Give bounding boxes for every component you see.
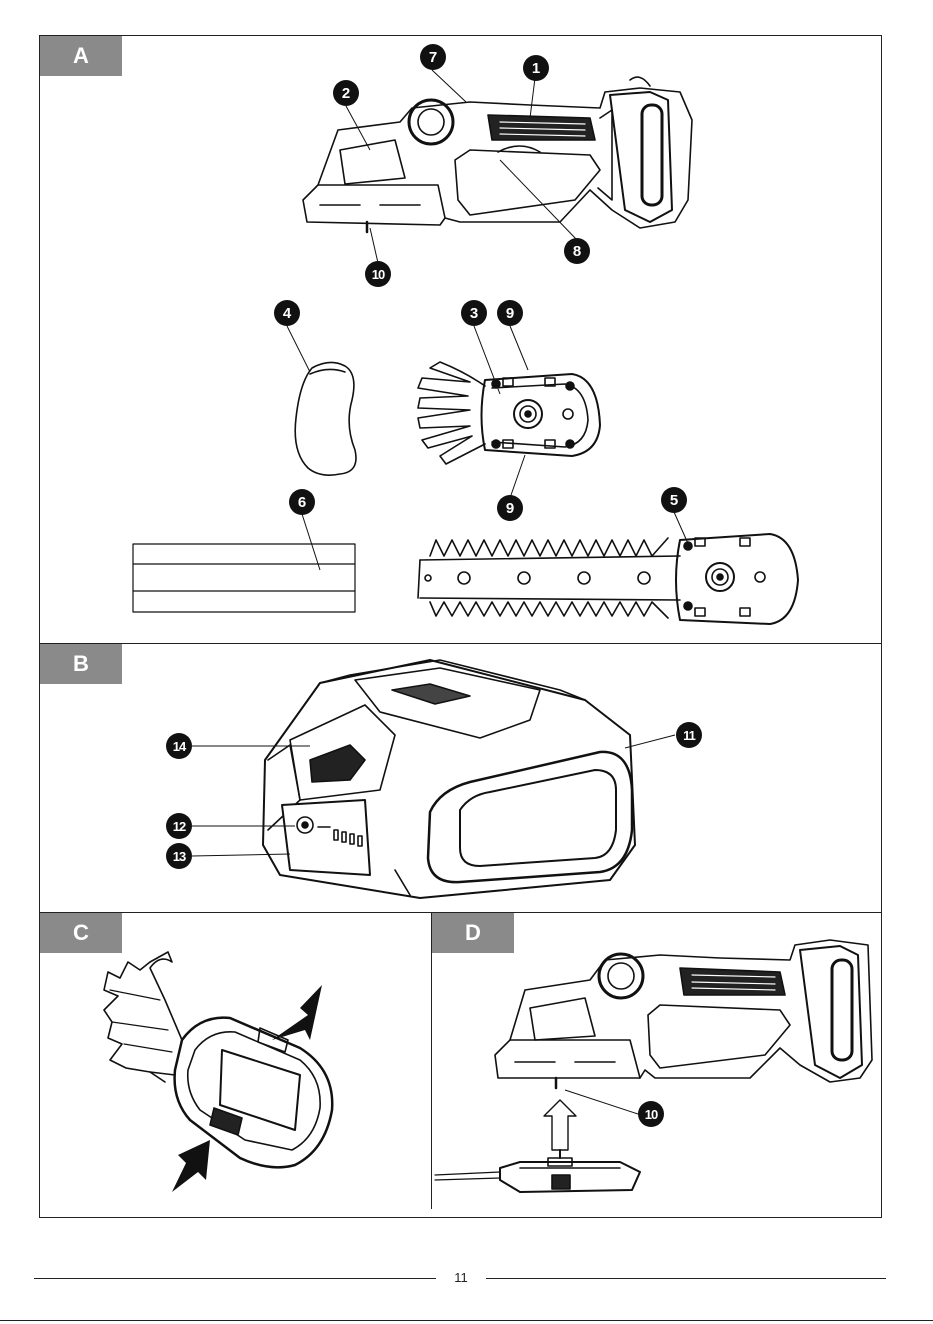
callout-13: 13 — [166, 843, 192, 869]
storage-box-illustration — [133, 544, 355, 612]
callout-14: 14 — [166, 733, 192, 759]
battery-pack-illustration — [263, 660, 635, 898]
callout-7: 7 — [420, 44, 446, 70]
shear-body-illustration — [303, 77, 692, 232]
hedge-blade-illustration — [418, 534, 798, 624]
sponge-illustration — [295, 362, 356, 475]
blade-side-illustration — [435, 1150, 640, 1192]
shear-body-side-illustration — [495, 940, 872, 1088]
footer-rule-left — [34, 1278, 436, 1279]
callout-4: 4 — [274, 300, 300, 326]
page-number: 11 — [446, 1270, 476, 1285]
callout-9-bottom: 9 — [497, 495, 523, 521]
bottom-rule — [0, 1320, 933, 1321]
footer-rule-right — [486, 1278, 886, 1279]
callout-12: 12 — [166, 813, 192, 839]
callout-10-b: 10 — [638, 1101, 664, 1127]
callout-6: 6 — [289, 489, 315, 515]
leader-lines — [192, 70, 690, 1114]
insert-arrow-icon — [544, 1100, 576, 1150]
callout-2: 2 — [333, 80, 359, 106]
callout-1: 1 — [523, 55, 549, 81]
callout-10-a: 10 — [365, 261, 391, 287]
press-arrow-top-icon — [272, 985, 322, 1040]
blade-removal-illustration — [104, 952, 332, 1167]
grass-blade-illustration — [418, 362, 600, 464]
press-arrow-bottom-icon — [172, 1140, 210, 1192]
callout-9-top: 9 — [497, 300, 523, 326]
callout-5: 5 — [661, 487, 687, 513]
callout-11: 11 — [676, 722, 702, 748]
callout-3: 3 — [461, 300, 487, 326]
callout-8: 8 — [564, 238, 590, 264]
